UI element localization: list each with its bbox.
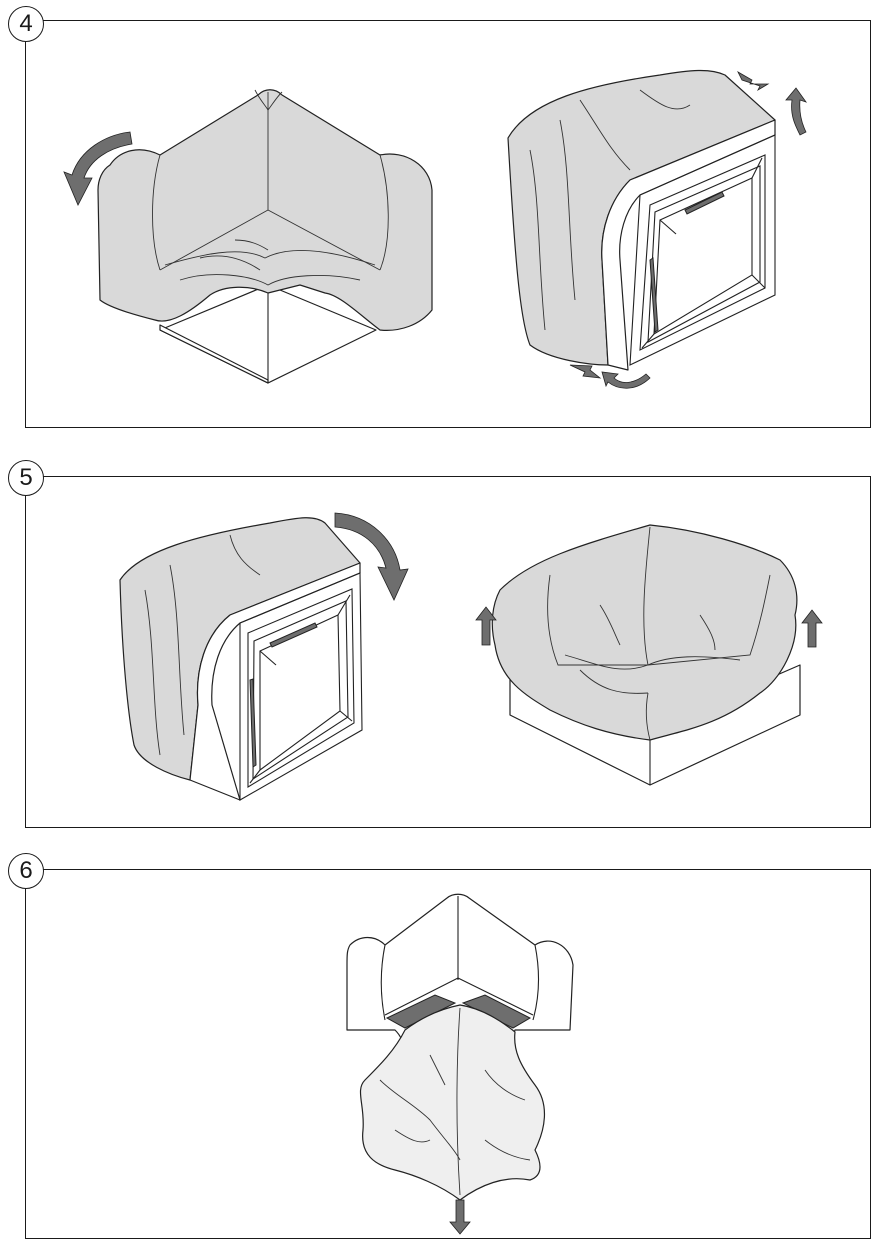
- step-5-corner-cover-illustration: [470, 515, 840, 790]
- step-4-corner-cover-illustration: [60, 80, 450, 390]
- step-6-cover-removal-illustration: [335, 890, 585, 1235]
- step-4-number: 4: [8, 6, 44, 42]
- step-6-number: 6: [8, 853, 44, 889]
- step-5-number: 5: [8, 460, 44, 496]
- step-4-module-frame-illustration: [490, 60, 820, 405]
- step-5-module-frame-illustration: [110, 505, 430, 805]
